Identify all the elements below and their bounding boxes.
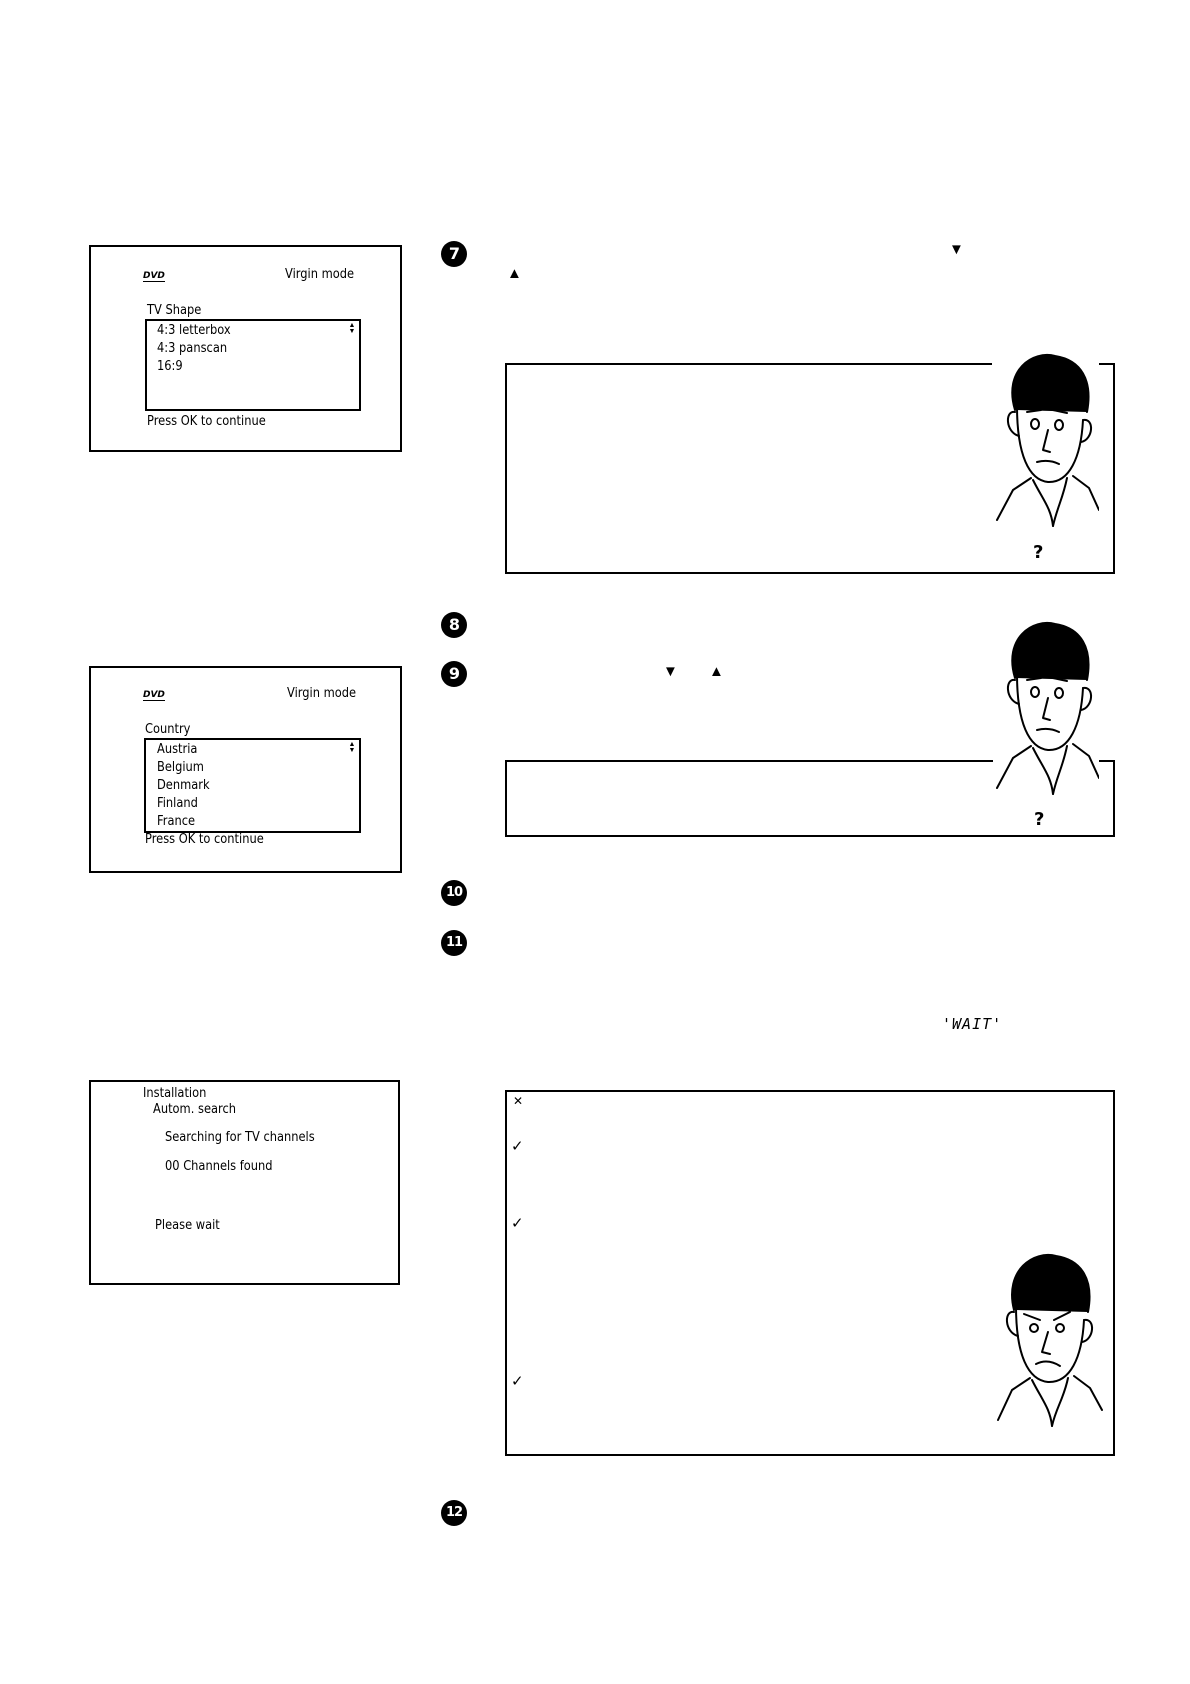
- check-icon: ✓: [511, 1214, 524, 1232]
- step-9-bullet: 9: [441, 661, 467, 687]
- list-item[interactable]: 4:3 letterbox: [157, 323, 231, 338]
- list-item[interactable]: Denmark: [157, 778, 210, 793]
- list-item[interactable]: 4:3 panscan: [157, 341, 228, 356]
- cartoon-man-icon: [997, 1254, 1103, 1427]
- list-item[interactable]: France: [157, 814, 196, 829]
- check-icon: ✓: [511, 1137, 524, 1155]
- question-mark-icon: ?: [1033, 542, 1044, 563]
- check-icon: ✓: [511, 1372, 524, 1390]
- note-box-1-top-border-right: [1098, 363, 1113, 365]
- step-11-bullet: 11: [441, 930, 467, 956]
- step-12-bullet: 12: [441, 1500, 467, 1526]
- cross-icon: ✕: [513, 1094, 524, 1108]
- installation-screen: Installation Autom. search Searching for…: [89, 1080, 400, 1285]
- tv-shape-screen: DVD Virgin mode TV Shape 4:3 letterbox 4…: [89, 245, 402, 452]
- continue-hint: Press OK to continue: [145, 832, 264, 847]
- note-box-2-top-border-right: [1098, 760, 1113, 762]
- note-box-3: [505, 1090, 1115, 1456]
- mode-label: Virgin mode: [285, 267, 355, 282]
- list-item[interactable]: 16:9: [157, 359, 183, 374]
- step-7-bullet: 7: [441, 241, 467, 267]
- question-mark-icon: ?: [1034, 809, 1045, 830]
- channels-found: 00 Channels found: [165, 1159, 273, 1174]
- cartoon-man-icon: [993, 618, 1099, 798]
- screen-subtitle: Autom. search: [153, 1102, 236, 1117]
- mode-label: Virgin mode: [287, 686, 357, 701]
- screen-title: TV Shape: [147, 303, 202, 318]
- screen-title: Country: [145, 722, 191, 737]
- list-item[interactable]: Austria: [157, 742, 198, 757]
- country-screen: DVD Virgin mode Country Austria Belgium …: [89, 666, 402, 873]
- lcd-wait-display: 'WAIT': [942, 1015, 1003, 1033]
- list-item[interactable]: Finland: [157, 796, 198, 811]
- step-10-bullet: 10: [441, 880, 467, 906]
- continue-hint: Press OK to continue: [147, 414, 266, 429]
- note-box-1-top-border: [505, 363, 992, 365]
- tv-shape-listbox[interactable]: 4:3 letterbox 4:3 panscan 16:9 ▲▼: [145, 319, 361, 411]
- search-status: Searching for TV channels: [165, 1130, 315, 1145]
- down-arrow-icon: ▼: [663, 663, 678, 680]
- up-arrow-icon: ▲: [709, 663, 724, 680]
- please-wait: Please wait: [155, 1218, 220, 1233]
- list-item[interactable]: Belgium: [157, 760, 204, 775]
- step-8-bullet: 8: [441, 612, 467, 638]
- dvd-logo-icon: DVD: [143, 690, 165, 701]
- country-listbox[interactable]: Austria Belgium Denmark Finland France ▲…: [144, 738, 361, 833]
- scroll-arrows-icon: ▲▼: [348, 322, 356, 335]
- down-arrow-icon: ▼: [949, 241, 964, 258]
- up-arrow-icon: ▲: [507, 265, 522, 282]
- screen-title: Installation: [143, 1086, 207, 1101]
- dvd-logo-icon: DVD: [143, 271, 165, 282]
- cartoon-man-icon: [993, 350, 1099, 530]
- note-box-2-top-border: [505, 760, 993, 762]
- scroll-arrows-icon: ▲▼: [348, 741, 356, 754]
